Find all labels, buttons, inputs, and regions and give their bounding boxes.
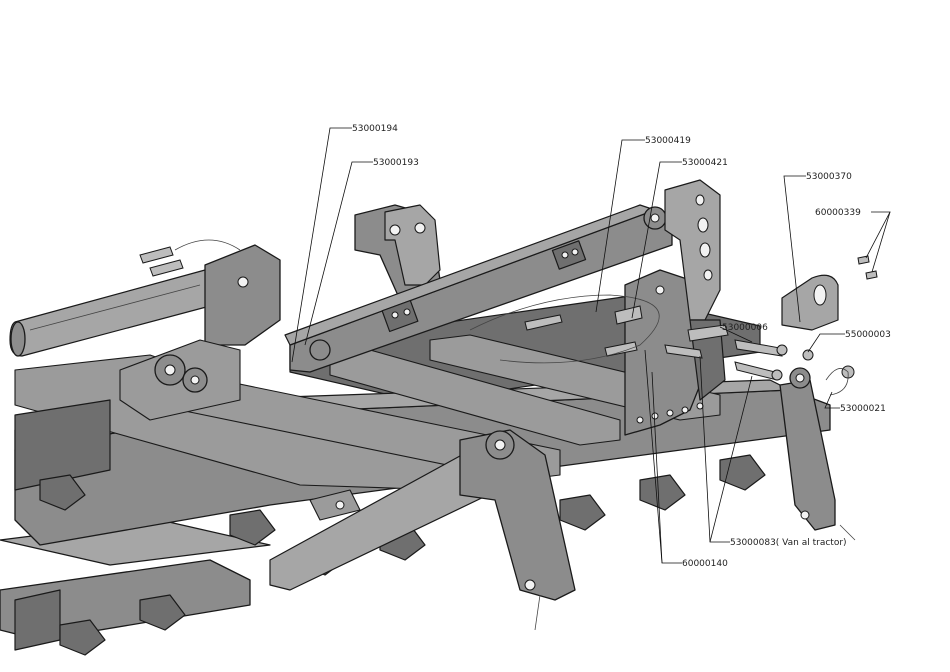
pin-53000083-b bbox=[735, 362, 777, 380]
label-55000003: 55000003 bbox=[845, 330, 891, 340]
label-53000021: 53000021 bbox=[840, 404, 886, 414]
label-60000339: 60000339 bbox=[815, 208, 861, 218]
bracket-53000370 bbox=[782, 275, 838, 330]
right-lower-bracket bbox=[780, 368, 855, 540]
label-53000419: 53000419 bbox=[645, 136, 691, 146]
screw-60000339-a bbox=[858, 256, 869, 264]
label-53000421: 53000421 bbox=[682, 158, 728, 168]
label-60000140: 60000140 bbox=[682, 559, 728, 569]
label-53000194: 53000194 bbox=[352, 124, 398, 134]
screw-60000339-b bbox=[866, 271, 877, 279]
label-53000370: 53000370 bbox=[806, 172, 852, 182]
leader-55000003 bbox=[808, 334, 845, 352]
label-53000083: 53000083( Van al tractor) bbox=[730, 538, 847, 548]
label-53000193: 53000193 bbox=[373, 158, 419, 168]
label-53000006: 53000006 bbox=[722, 323, 768, 333]
bottom-left-block bbox=[15, 590, 60, 650]
